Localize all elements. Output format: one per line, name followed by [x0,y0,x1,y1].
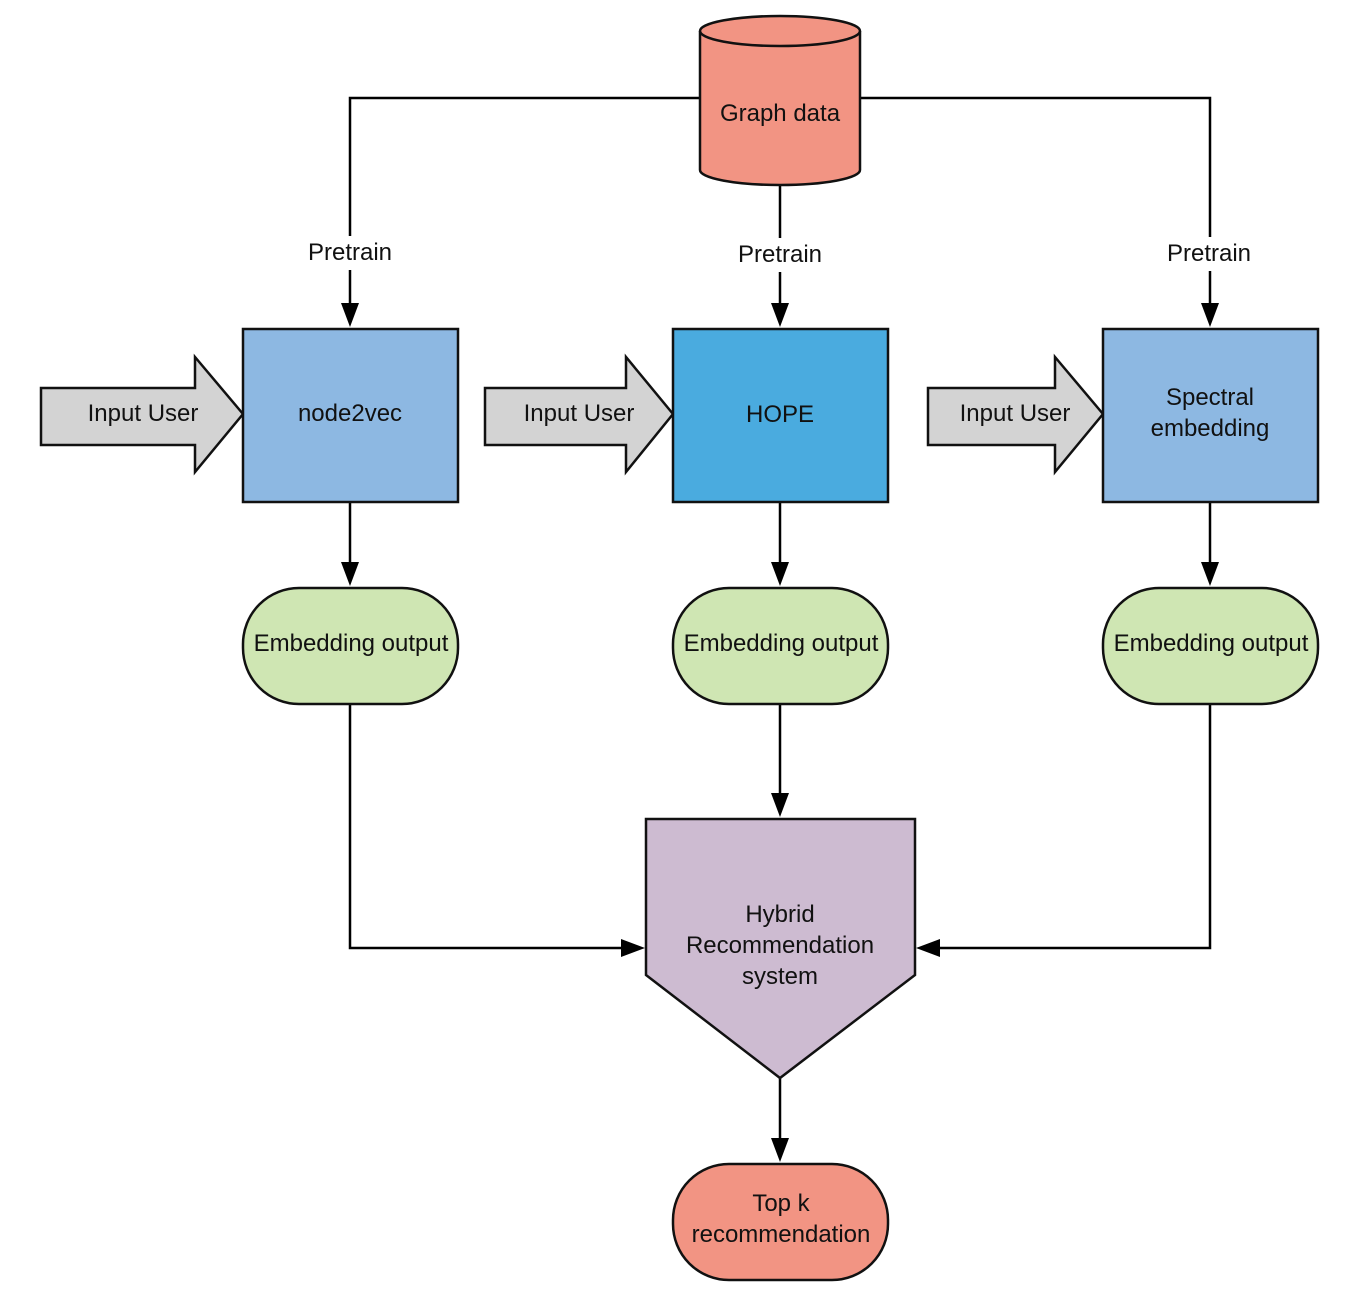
input-user-arrow-2: Input User [483,353,675,476]
input-user-arrows: Input User Input User Input User [39,353,1105,476]
edge-graph-to-spectral [860,96,1212,237]
input-user-label-3: Input User [960,400,1071,427]
database-cylinder-body [698,14,862,187]
spectral-label-line-1: Spectral [1166,384,1254,411]
input-user-label-1: Input User [88,400,199,427]
arrowhead-spectral [1201,303,1219,327]
embedding-output-label-2: Embedding output [684,630,879,657]
block-arrow-2 [483,353,675,476]
edge-graph-to-node2vec [348,96,700,236]
arrowhead-hybrid-top [771,793,789,817]
spectral-label-line-2: embedding [1151,415,1270,442]
hope-box [671,327,890,504]
hope-label: HOPE [746,401,814,428]
arrowhead-hybrid-left [621,939,645,957]
edge-output1-to-hybrid [348,704,622,950]
node2vec-box [241,327,460,504]
connectors [341,96,1219,1162]
embedding-output-pill-3 [1101,586,1320,706]
block-arrow-1 [39,353,245,476]
block-arrow-3 [926,353,1105,476]
top-k-label-line-1: Top k [752,1190,810,1217]
arrowhead-output-1 [341,562,359,586]
node2vec-node: node2vec [241,327,460,504]
arrowhead-hope [771,303,789,327]
spectral-embedding-node: Spectral embedding [1101,327,1320,504]
hope-node: HOPE [671,327,890,504]
embedding-output-pill-1 [241,586,460,706]
node2vec-label: node2vec [298,400,402,427]
top-k-label-line-2: recommendation [692,1221,871,1248]
embedding-output-spectral: Embedding output [1101,586,1320,706]
embedding-output-node2vec: Embedding output [241,586,460,706]
top-k-pill [671,1162,890,1282]
model-boxes: node2vec HOPE Spectral embedding [241,327,1320,504]
arrowhead-output-2 [771,562,789,586]
embedding-outputs: Embedding output Embedding output Embedd… [241,586,1320,706]
hybrid-pentagon [644,817,917,1080]
graph-data-node: Graph data [698,14,862,187]
hybrid-label-line-1: Hybrid [745,901,814,928]
spectral-embedding-box [1101,327,1320,504]
hybrid-label-line-3: system [742,963,818,990]
arrowhead-output-3 [1201,562,1219,586]
arrowhead-topk [771,1138,789,1162]
pretrain-label-hope: Pretrain [738,241,822,268]
graph-data-label: Graph data [720,100,841,127]
arrowhead-node2vec [341,303,359,327]
top-k-node: Top k recommendation [671,1162,890,1282]
pretrain-label-node2vec: Pretrain [308,239,392,266]
edge-output3-to-hybrid [939,704,1212,950]
input-user-arrow-3: Input User [926,353,1105,476]
embedding-output-label-3: Embedding output [1114,630,1309,657]
embedding-output-label-1: Embedding output [254,630,449,657]
pretrain-labels: Pretrain Pretrain Pretrain [308,239,1251,268]
hybrid-label-line-2: Recommendation [686,932,874,959]
input-user-label-2: Input User [524,400,635,427]
input-user-arrow-1: Input User [39,353,245,476]
arrowhead-hybrid-right [916,939,940,957]
hybrid-recommendation-node: Hybrid Recommendation system [644,817,917,1080]
embedding-output-hope: Embedding output [671,586,890,706]
embedding-output-pill-2 [671,586,890,706]
pretrain-label-spectral: Pretrain [1167,240,1251,267]
database-cylinder-rim [698,30,862,48]
